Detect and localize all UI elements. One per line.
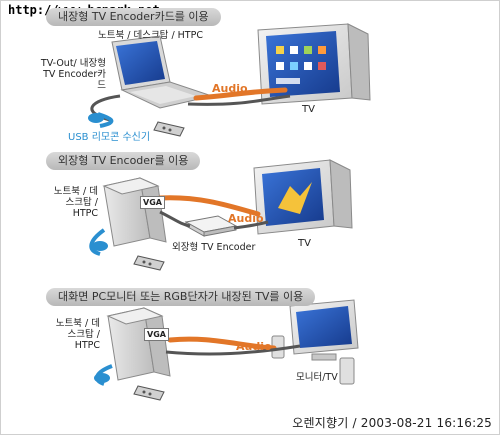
panel-2-title: 외장형 TV Encoder를 이용 xyxy=(46,152,201,170)
panel-1-tvout-label: TV-Out/ 내장형 TV Encoder카드 xyxy=(40,58,106,91)
panel-1-tv-label: TV xyxy=(302,104,315,115)
panel-2-encoder-label: 외장형 TV Encoder xyxy=(172,242,256,253)
panel-2-vga-label: VGA xyxy=(140,196,165,209)
desktop-pc-illustration-2 xyxy=(106,307,171,381)
tv-illustration-2 xyxy=(253,159,353,235)
panel-1-usb-label: USB 리모콘 수신기 xyxy=(68,132,151,143)
panel-2-art xyxy=(89,159,353,271)
panel-3-vga-label: VGA xyxy=(144,328,169,341)
panel-1-title: 내장형 TV Encoder카드를 이용 xyxy=(46,8,221,26)
panel-2-tv-label: TV xyxy=(298,238,311,249)
panel-3-source-label: 노트북 / 데스크탑 / HTPC xyxy=(55,318,100,351)
laptop-illustration xyxy=(111,35,214,109)
panel-3-art xyxy=(94,299,359,401)
panel-3-monitor-label: 모니터/TV xyxy=(296,372,338,383)
tv-illustration-1 xyxy=(257,23,371,105)
tv-encoder-box xyxy=(184,215,238,237)
speaker-right-icon xyxy=(339,357,355,385)
panel-1-art xyxy=(88,23,371,137)
panel-2-audio-label: Audio xyxy=(228,212,264,225)
remote-icon-2 xyxy=(133,255,165,271)
remote-icon-1 xyxy=(153,121,185,137)
panel-1-audio-label: Audio xyxy=(212,82,248,95)
desktop-pc-illustration-1 xyxy=(102,177,167,247)
panel-3-title: 대화면 PC모니터 또는 RGB단자가 내장된 TV를 이용 xyxy=(46,288,316,306)
panel-3-audio-label: Audio xyxy=(236,340,272,353)
panel-2-source-label: 노트북 / 데스크탑 / HTPC xyxy=(53,186,98,219)
signature: 오렌지향기 / 2003-08-21 16:16:25 xyxy=(292,416,492,430)
panel-1-source-label: 노트북 / 데스크탑 / HTPC xyxy=(98,30,203,41)
remote-icon-3 xyxy=(133,385,165,401)
monitor-illustration xyxy=(289,299,359,361)
